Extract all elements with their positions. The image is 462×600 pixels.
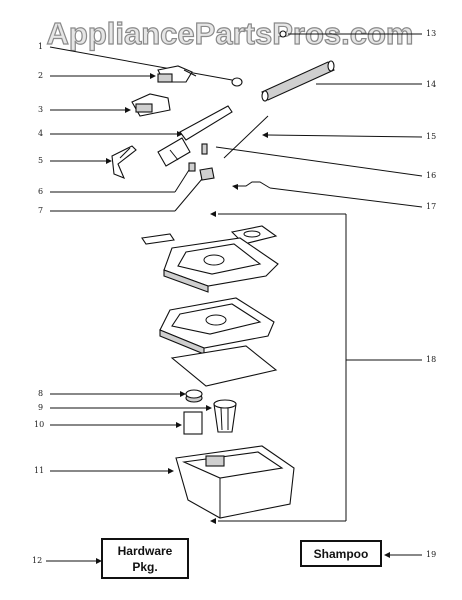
callout-6: 6 <box>38 187 43 196</box>
arrowheads-right <box>210 132 390 558</box>
part-11-tank <box>175 445 295 519</box>
leader-lines-left <box>46 46 233 562</box>
shampoo-box <box>300 540 382 567</box>
callout-16: 16 <box>426 171 436 180</box>
part-18-lid-bottom <box>159 297 275 355</box>
part-5-brush <box>111 145 137 180</box>
part-9-cup <box>213 399 237 433</box>
part-10-filter <box>183 411 203 435</box>
hardware-pkg-label-line2: Pkg. <box>132 560 157 574</box>
part-7-clip <box>199 167 215 181</box>
callout-14: 14 <box>426 80 436 89</box>
part-17-spring <box>236 181 271 189</box>
leader-lines-right <box>215 33 423 556</box>
part-15-tube <box>223 115 269 159</box>
shampoo-label: Shampoo <box>314 547 369 561</box>
callout-7: 7 <box>38 206 43 215</box>
part-8-cap <box>185 389 203 403</box>
callout-19: 19 <box>426 550 436 559</box>
part-18-strip <box>141 233 175 245</box>
part-4-wand <box>157 105 233 167</box>
callout-17: 17 <box>426 202 436 211</box>
part-18-lid-top <box>163 237 279 293</box>
callout-8: 8 <box>38 389 43 398</box>
part-18-filter-sheet <box>170 345 278 387</box>
hardware-pkg-box <box>101 538 189 579</box>
part-2-tool <box>157 65 197 83</box>
part-13-fitting <box>279 30 287 38</box>
part-6-clip <box>188 162 196 172</box>
callout-5: 5 <box>38 156 43 165</box>
part-14-hose <box>261 60 335 102</box>
callout-11: 11 <box>34 466 44 475</box>
callout-10: 10 <box>34 420 44 429</box>
callout-13: 13 <box>426 29 436 38</box>
callout-1: 1 <box>38 42 43 51</box>
callout-15: 15 <box>426 132 436 141</box>
callout-18: 18 <box>426 355 436 364</box>
callout-3: 3 <box>38 105 43 114</box>
part-3-tool <box>131 93 171 117</box>
callout-2: 2 <box>38 71 43 80</box>
callout-9: 9 <box>38 403 43 412</box>
hardware-pkg-label-line1: Hardware <box>118 544 173 558</box>
part-1-cap <box>231 77 243 87</box>
part-16-fitting <box>201 143 208 155</box>
arrowheads-left <box>96 73 212 564</box>
callout-4: 4 <box>38 129 43 138</box>
callout-12: 12 <box>32 556 42 565</box>
